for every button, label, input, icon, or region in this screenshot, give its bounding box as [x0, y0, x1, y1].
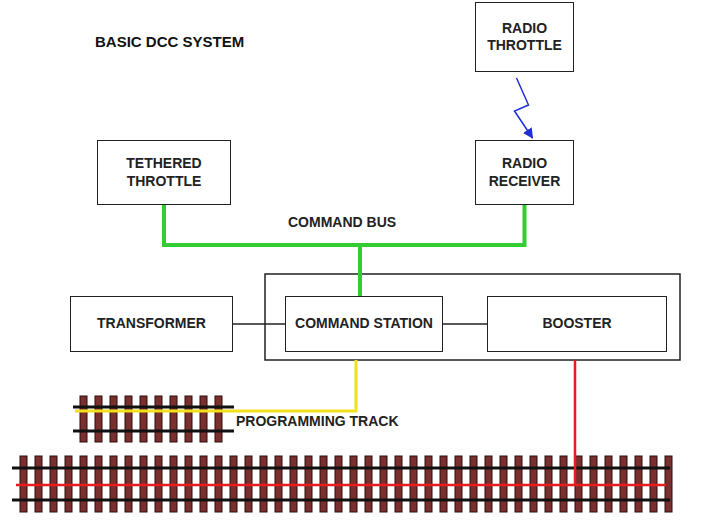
component-box: TETHERED THROTTLE [97, 140, 231, 205]
rail [12, 467, 670, 470]
rail [73, 406, 234, 409]
track-tie [155, 396, 162, 442]
track-tie [125, 396, 132, 442]
radio-link [515, 78, 533, 138]
component-box: COMMAND STATION [285, 296, 443, 352]
bus-wire [233, 323, 285, 325]
bus-wire [443, 323, 487, 325]
rail [12, 499, 670, 502]
diagram-label: COMMAND BUS [286, 214, 398, 230]
box-label: RADIO THROTTLE [476, 18, 573, 57]
track-tie [95, 396, 102, 442]
track-tie [170, 396, 177, 442]
track-tie [110, 396, 117, 442]
component-box: RADIO RECEIVER [475, 140, 574, 205]
track-tie [80, 396, 87, 442]
box-label: COMMAND STATION [289, 313, 439, 335]
programming-feed-wire [75, 360, 356, 411]
track-tie [665, 456, 672, 512]
component-box: BOOSTER [487, 296, 667, 352]
box-label: RADIO RECEIVER [476, 153, 573, 192]
track-tie [140, 396, 147, 442]
diagram-title: BASIC DCC SYSTEM [95, 33, 244, 50]
box-label: BOOSTER [536, 313, 617, 335]
diagram-label: PROGRAMMING TRACK [234, 413, 401, 429]
programming-track-ties [80, 396, 222, 442]
track-tie [200, 396, 207, 442]
component-box: RADIO THROTTLE [475, 2, 574, 72]
track-feed-wire [574, 360, 577, 485]
box-label: TETHERED THROTTLE [98, 153, 230, 192]
unit-enclosure [265, 274, 680, 360]
box-label: TRANSFORMER [91, 313, 212, 335]
component-box: TRANSFORMER [70, 296, 233, 352]
track-tie [185, 396, 192, 442]
track-power-line [16, 484, 666, 487]
track-tie [215, 396, 222, 442]
rail [73, 430, 234, 433]
